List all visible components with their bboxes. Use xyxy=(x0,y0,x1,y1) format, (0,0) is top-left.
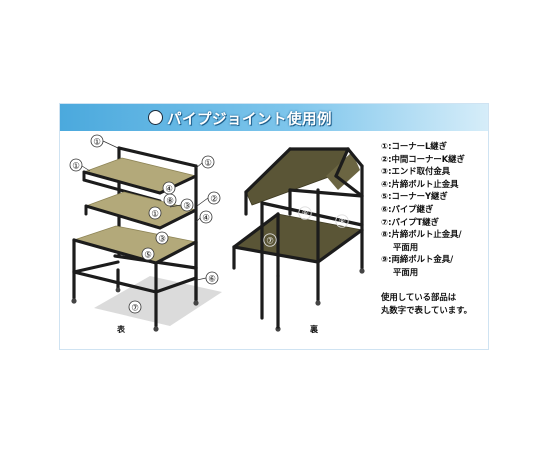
front-caption: 表 xyxy=(116,324,126,334)
callout-front-3b: ③ xyxy=(158,235,166,245)
usage-note-line-2: 丸数字で表しています。 xyxy=(381,304,473,315)
legend-item-8-cont: 平面用 xyxy=(393,241,419,252)
legend-item-1: ①:コーナーL継ぎ xyxy=(381,141,448,151)
callout-front-4: ④ xyxy=(165,185,173,195)
legend-item-3: ③:エンド取付金具 xyxy=(381,166,451,177)
callout-front-1d: ① xyxy=(151,210,159,220)
legend-item-4: ④:片締ボルト止金具 xyxy=(381,178,459,189)
banner-title: パイプジョイント使用例 xyxy=(167,112,332,128)
callout-front-7: ⑦ xyxy=(131,304,139,314)
usage-note: 使用している部品は 丸数字で表しています。 xyxy=(381,291,472,316)
legend-item-6: ⑥:パイプ継ぎ xyxy=(381,203,434,214)
callout-front-1: ① xyxy=(93,138,101,148)
callout-back-9: ⑨ xyxy=(301,210,309,220)
legend-item-9: ⑨:両締ボルト金具/ xyxy=(381,254,454,265)
back-caption: 裏 xyxy=(309,324,319,334)
callout-front-5: ⑤ xyxy=(144,251,152,261)
callout-front-1b: ① xyxy=(72,162,80,172)
title-banner: パイプジョイント使用例 xyxy=(60,104,488,131)
floor-shadow xyxy=(94,276,222,326)
callout-front-4b: ④ xyxy=(202,214,210,224)
back-shelf-diagram: ⑦ ⑨ ⑧ 裏 xyxy=(232,147,365,334)
callout-front-2: ② xyxy=(210,195,218,205)
legend-item-5: ⑤:コーナーY継ぎ xyxy=(381,191,448,202)
callout-front-1c: ① xyxy=(204,159,212,169)
front-shelf-diagram: ① ① ① ④ ② ⑧ ③ ① ④ ③ ⑤ ⑥ ⑦ 表 xyxy=(69,134,222,334)
parts-legend: ①:コーナーL継ぎ ②:中間コーナーK継ぎ ③:エンド取付金具 ④:片締ボルト止… xyxy=(381,140,465,279)
callout-front-3: ③ xyxy=(183,202,191,212)
usage-note-line-1: 使用している部品は xyxy=(381,292,457,302)
legend-item-9-cont: 平面用 xyxy=(393,266,419,277)
callout-front-8: ⑧ xyxy=(166,197,174,207)
callout-front-6: ⑥ xyxy=(208,275,216,285)
legend-item-2: ②:中間コーナーK継ぎ xyxy=(381,153,465,164)
mascot-icon xyxy=(148,110,163,125)
callout-back-7: ⑦ xyxy=(266,237,274,247)
legend-item-7: ⑦:パイプT継ぎ xyxy=(381,216,440,227)
callout-back-8: ⑧ xyxy=(338,218,346,228)
legend-item-8: ⑧:片締ボルト止金具/ xyxy=(381,229,462,240)
